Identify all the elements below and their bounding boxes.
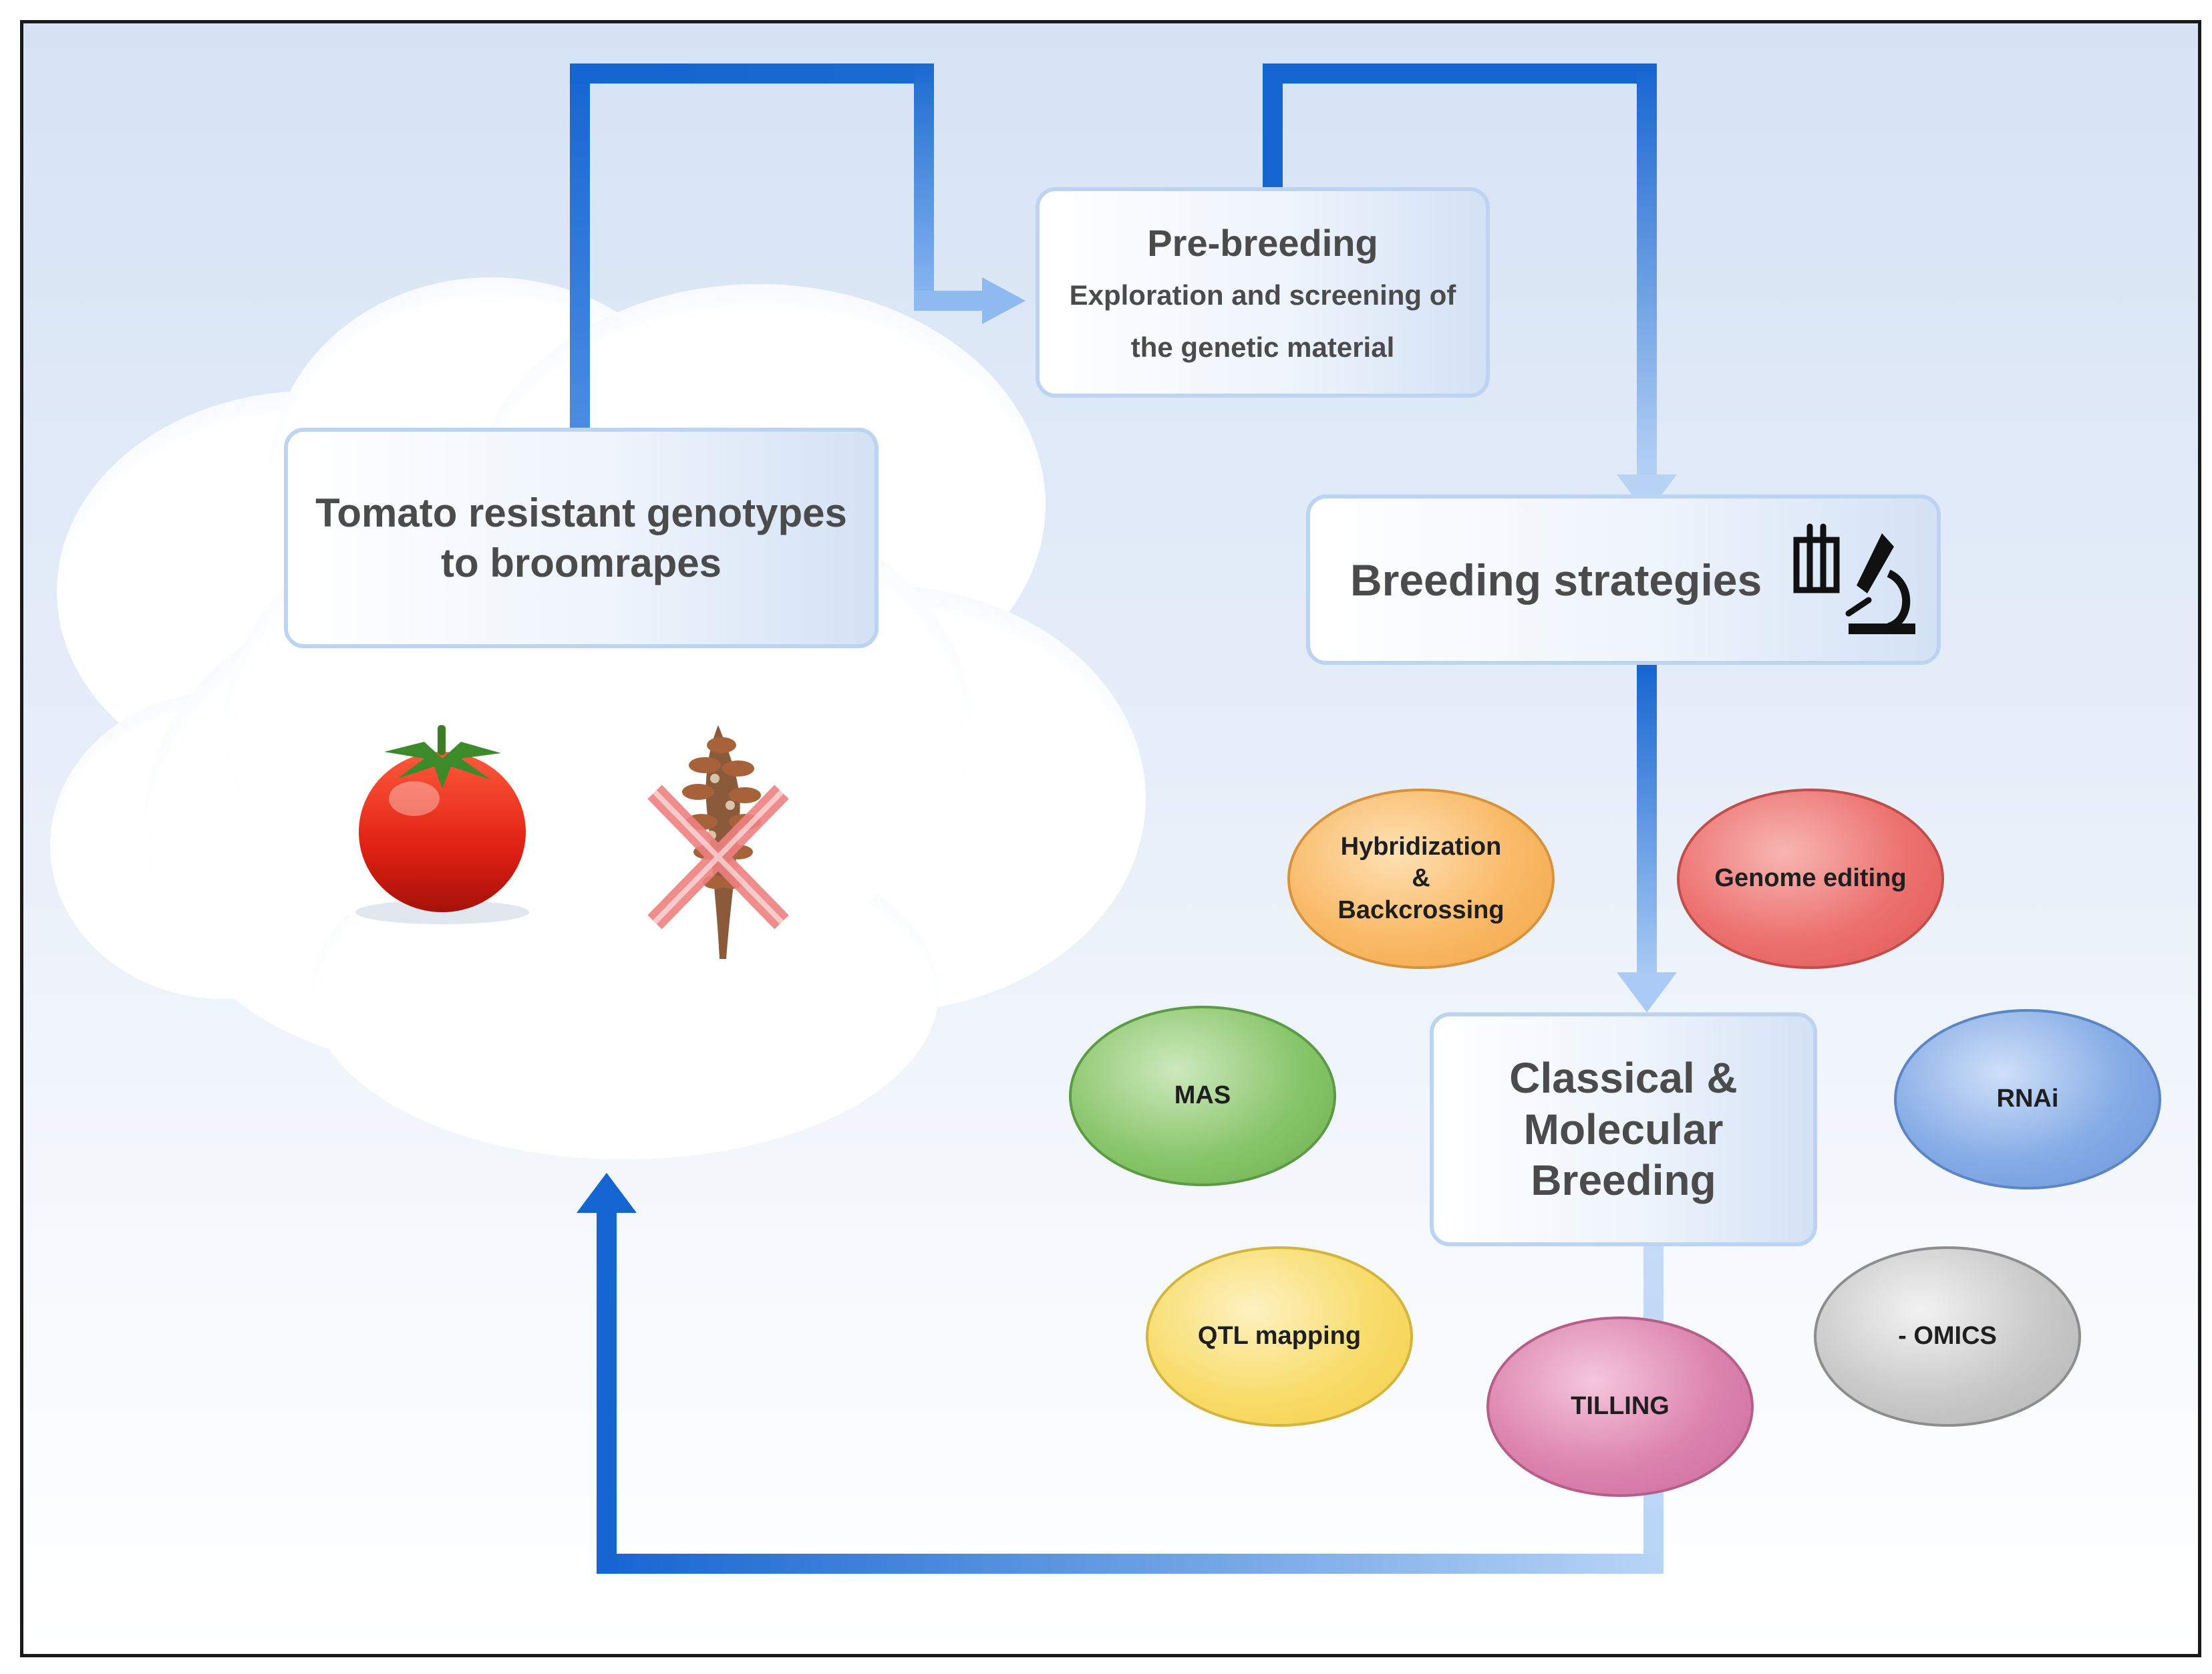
technique-genome-editing: Genome editing <box>1677 789 1944 969</box>
classical-line3: Breeding <box>1531 1156 1716 1205</box>
tomato-icon <box>355 725 529 924</box>
breeding-strategies-title: Breeding strategies <box>1350 555 1762 605</box>
hybridization-line1: Hybridization <box>1340 832 1502 861</box>
tilling-label: TILLING <box>1571 1392 1670 1421</box>
technique-hybridization: Hybridization & Backcrossing <box>1287 789 1555 969</box>
qtl-mapping-label: QTL mapping <box>1197 1322 1362 1351</box>
rnai-label: RNAi <box>1996 1085 2059 1113</box>
tomato-genotypes-line2: to broomrapes <box>440 541 722 585</box>
mas-label: MAS <box>1174 1081 1231 1110</box>
hybridization-line3: Backcrossing <box>1337 895 1505 924</box>
arrow-tomato-to-prebreeding <box>570 63 1025 454</box>
arrow-prebreeding-to-strategies <box>1263 63 1677 515</box>
cloud-shape <box>50 277 1146 1159</box>
classical-line2: Molecular <box>1523 1105 1724 1153</box>
pre-breeding-title: Pre-breeding <box>1147 222 1378 264</box>
genome-editing-label: Genome editing <box>1714 864 1907 893</box>
breeding-strategies-box: Breeding strategies <box>1306 495 1941 665</box>
technique-omics: - OMICS <box>1814 1246 2081 1427</box>
pre-breeding-line1: Exploration and screening of <box>1069 279 1456 311</box>
classical-molecular-box: Classical & Molecular Breeding <box>1430 1012 1817 1246</box>
technique-mas: MAS <box>1069 1006 1336 1186</box>
microscope-icon <box>1793 523 1916 634</box>
arrow-strategies-to-classical <box>1617 665 1677 1012</box>
hybridization-line2: & <box>1412 864 1430 893</box>
technique-rnai: RNAi <box>1894 1009 2161 1190</box>
pre-breeding-line2: the genetic material <box>1130 331 1395 363</box>
technique-qtl-mapping: QTL mapping <box>1146 1246 1413 1427</box>
classical-line1: Classical & <box>1509 1053 1738 1102</box>
diagram-frame: Pre-breeding Exploration and screening o… <box>20 20 2201 1657</box>
pre-breeding-box: Pre-breeding Exploration and screening o… <box>1036 187 1490 398</box>
tomato-genotypes-line1: Tomato resistant genotypes <box>315 491 847 535</box>
omics-label: - OMICS <box>1898 1322 1997 1351</box>
broomrape-crossed-icon <box>647 725 789 959</box>
tomato-genotypes-box: Tomato resistant genotypes to broomrapes <box>284 428 879 648</box>
technique-tilling: TILLING <box>1486 1316 1754 1497</box>
